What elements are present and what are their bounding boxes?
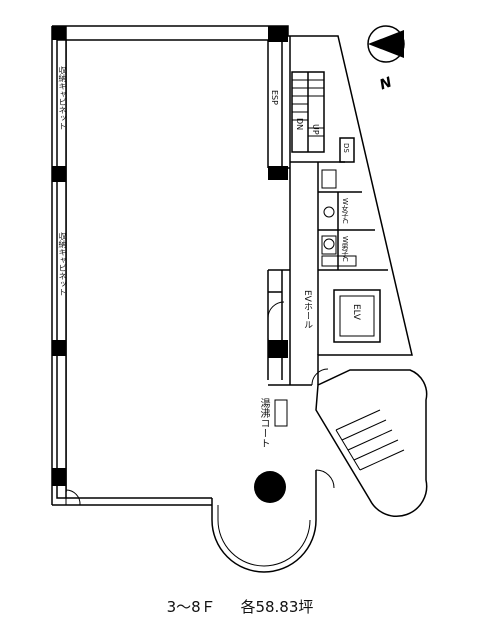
column bbox=[52, 26, 66, 40]
area-text: 各58.83坪 bbox=[240, 598, 314, 616]
up-label: UP bbox=[311, 124, 320, 135]
ev-hall-label: EVホール bbox=[302, 290, 312, 329]
floors-text: 3～8Ｆ bbox=[166, 598, 216, 616]
column bbox=[268, 166, 288, 180]
north-arrow-icon bbox=[367, 25, 405, 63]
round-column bbox=[254, 471, 286, 503]
wc-upper-label: W女子C bbox=[341, 198, 349, 224]
dn-label: DN bbox=[295, 118, 304, 131]
core-outer-wall bbox=[310, 35, 413, 385]
elv-label: ELV bbox=[351, 304, 361, 320]
ds-shaft bbox=[339, 137, 355, 163]
column bbox=[268, 340, 288, 358]
kettle-corner-label: 湯沸コート bbox=[258, 398, 269, 448]
cabinet-label-bottom: 収納キャビネット bbox=[58, 232, 67, 296]
bay-window bbox=[211, 470, 317, 573]
elevator-shaft bbox=[333, 289, 381, 343]
esp-label: ESP bbox=[270, 90, 279, 105]
wc-lower-label: W男子C bbox=[341, 236, 349, 262]
cabinet-label-top: 収納キャビネット bbox=[58, 66, 67, 130]
column bbox=[52, 340, 66, 356]
column bbox=[268, 26, 288, 42]
column bbox=[52, 166, 66, 182]
floor-caption: 3～8Ｆ 各58.83坪 bbox=[0, 596, 480, 617]
column bbox=[52, 468, 66, 486]
ds-label: DS bbox=[342, 143, 350, 153]
escape-stair bbox=[315, 369, 428, 517]
